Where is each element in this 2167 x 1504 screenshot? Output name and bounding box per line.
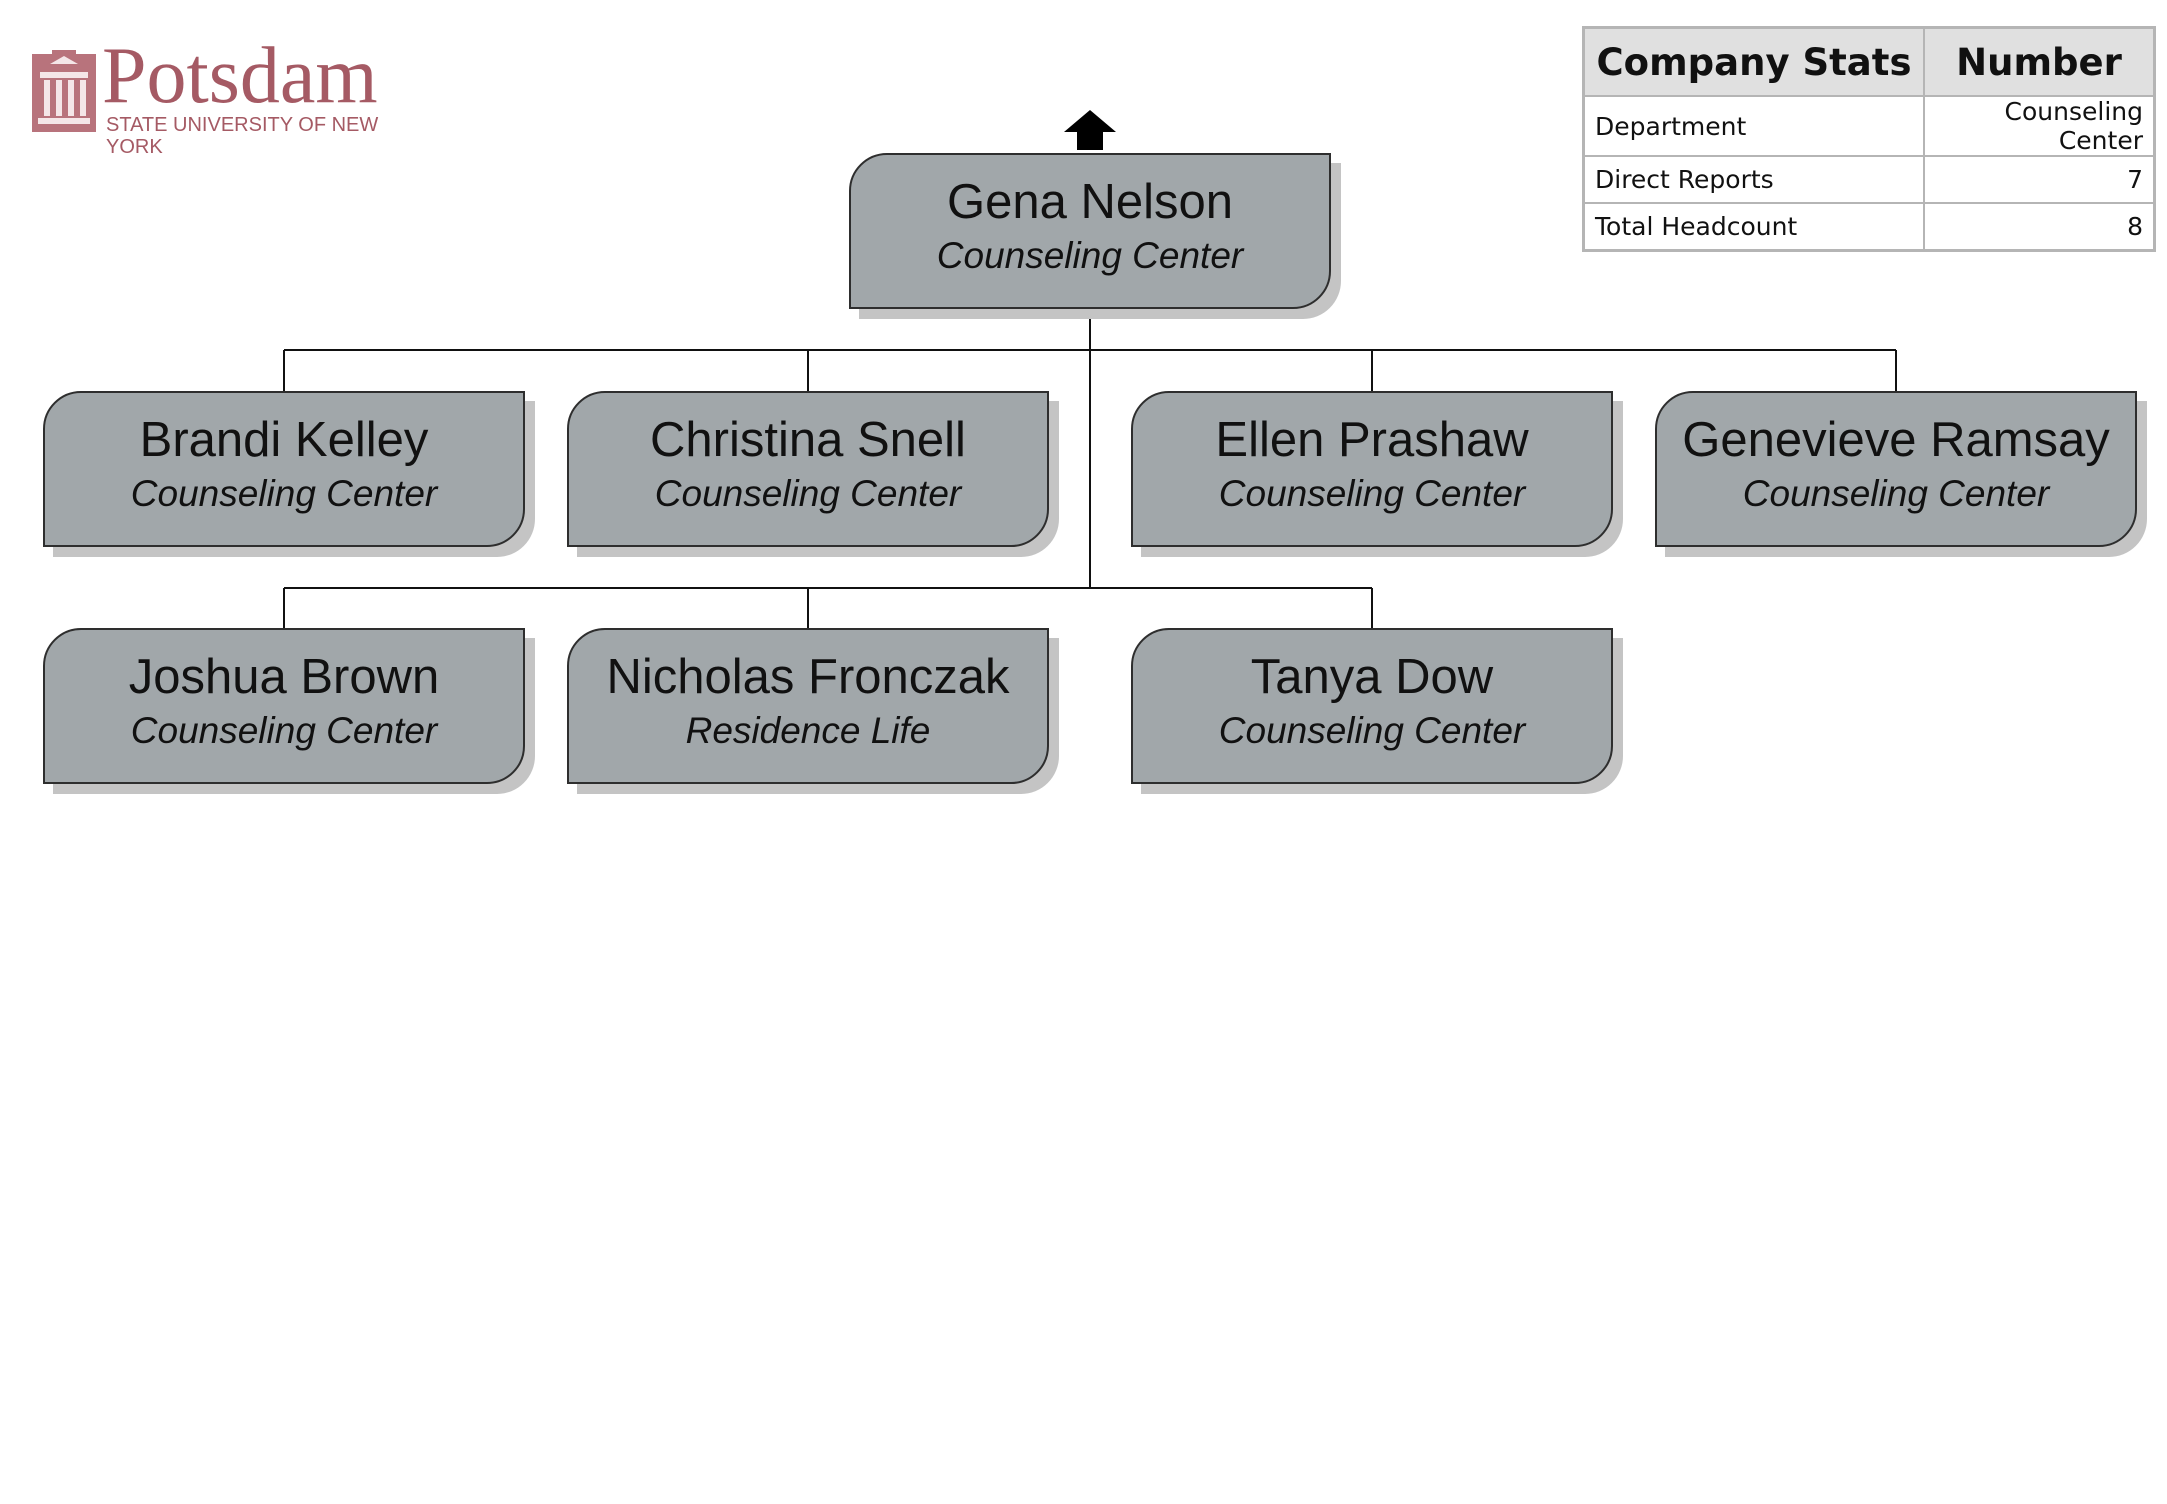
node-department: Counseling Center [1218,473,1526,514]
org-node-report[interactable]: Ellen Prashaw Counseling Center [1131,391,1613,547]
org-node-report[interactable]: Nicholas Fronczak Residence Life [567,628,1049,784]
node-name: Christina Snell [650,413,966,467]
company-stats-table: Company Stats Number Department Counseli… [1582,26,2156,252]
table-row: Total Headcount 8 [1582,202,2156,252]
org-node-report[interactable]: Brandi Kelley Counseling Center [43,391,525,547]
stats-row-value: 7 [1923,155,2156,204]
node-name: Tanya Dow [1250,650,1494,704]
org-node-report[interactable]: Joshua Brown Counseling Center [43,628,525,784]
node-department: Counseling Center [1742,473,2050,514]
stats-row-label: Direct Reports [1582,155,1925,204]
stats-row-label: Total Headcount [1582,202,1925,252]
node-department: Counseling Center [1218,710,1526,751]
stats-row-value: Counseling Center [1923,95,2156,157]
building-icon [32,50,96,132]
node-name: Genevieve Ramsay [1682,413,2110,467]
potsdam-logo: Potsdam STATE UNIVERSITY OF NEW YORK [32,36,412,158]
node-department: Counseling Center [936,235,1244,276]
org-node-report[interactable]: Tanya Dow Counseling Center [1131,628,1613,784]
logo-subtitle: STATE UNIVERSITY OF NEW YORK [106,114,379,158]
org-node-report[interactable]: Christina Snell Counseling Center [567,391,1049,547]
node-department: Residence Life [685,710,931,751]
node-name: Gena Nelson [946,175,1233,229]
stats-row-value: 8 [1923,202,2156,252]
org-node-root[interactable]: Gena Nelson Counseling Center [849,153,1331,309]
org-node-report[interactable]: Genevieve Ramsay Counseling Center [1655,391,2137,547]
table-row: Department Counseling Center [1582,95,2156,157]
stats-row-label: Department [1582,95,1925,157]
node-name: Joshua Brown [128,650,440,704]
node-department: Counseling Center [654,473,962,514]
logo-name: Potsdam [102,32,378,120]
node-department: Counseling Center [130,710,438,751]
up-arrow-icon[interactable] [1064,110,1116,150]
node-department: Counseling Center [130,473,438,514]
stats-header-number: Number [1923,26,2156,97]
node-name: Nicholas Fronczak [606,650,1010,704]
stats-header-label: Company Stats [1582,26,1925,97]
node-name: Ellen Prashaw [1215,413,1529,467]
table-row: Direct Reports 7 [1582,155,2156,204]
node-name: Brandi Kelley [139,413,429,467]
